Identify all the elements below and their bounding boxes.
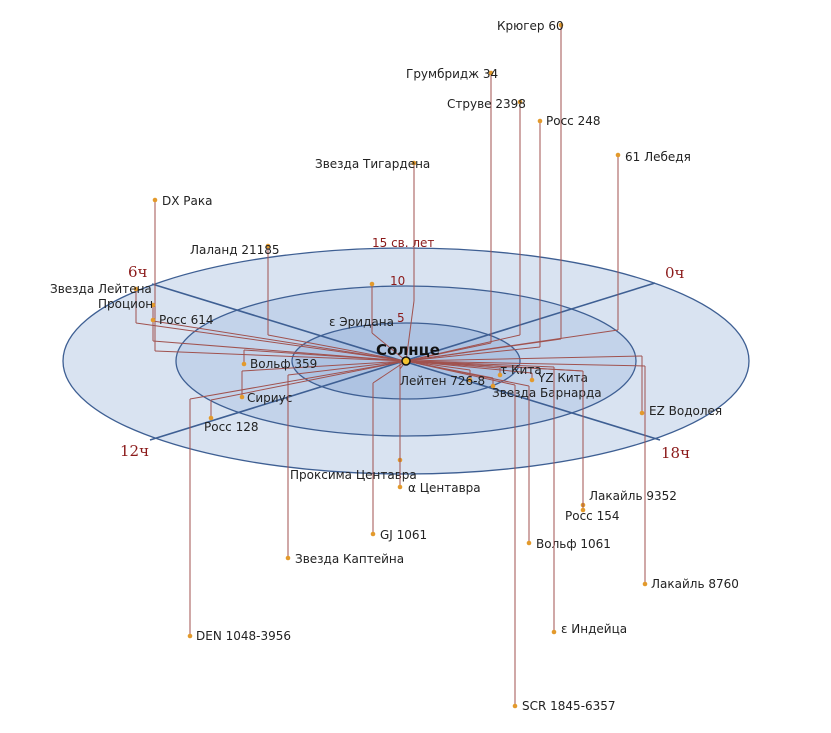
star-label-ez-водолея: EZ Водолея [649, 404, 722, 418]
hour-label-6h: 6ч [128, 263, 148, 281]
star-marker-dx-рака [152, 197, 158, 203]
star-label-звезда-барнарда: Звезда Барнарда [492, 386, 602, 400]
star-marker-ez-водолея [639, 410, 645, 416]
star-label-лейтен-726-8: Лейтен 726-8 [400, 374, 485, 388]
plane-line-yz-кита [405, 360, 533, 374]
plane-line-лакайль-8760 [405, 360, 646, 367]
star-label-вольф-359: Вольф 359 [250, 357, 317, 371]
plane-line-вольф-359 [243, 349, 407, 362]
star-marker-yz-кита [529, 377, 535, 383]
plane-line-scr-1845-6357 [405, 360, 516, 386]
star-label-эридана: ε Эридана [329, 315, 394, 329]
star-marker-scr-1845-6357 [512, 703, 518, 709]
star-marker-gj-1061 [370, 531, 376, 537]
star-label-сириус: Сириус [247, 391, 292, 405]
projection-lines [135, 300, 646, 401]
star-marker-звезда-каптейна [285, 555, 291, 561]
star-label-росс-614: Росс 614 [159, 313, 214, 327]
ring-label-10: 10 [390, 274, 405, 288]
star-marker-росс-154 [580, 507, 586, 513]
star-label-грумбридж-34: Грумбридж 34 [406, 67, 498, 81]
ring-label-15: 15 св. лет [372, 236, 434, 250]
sun-marker [401, 356, 411, 366]
star-marker-процион [150, 302, 156, 308]
star-label-scr-1845-6357: SCR 1845-6357 [522, 699, 616, 713]
plane-line-лаланд-21185 [267, 334, 407, 362]
plane-line-росс-128 [210, 360, 407, 401]
star-label-звезда-лейтена: Звезда Лейтена [50, 282, 152, 296]
star-marker-лакайль-8760 [642, 581, 648, 587]
star-label-росс-154: Росс 154 [565, 509, 620, 523]
star-label-лакайль-9352: Лакайль 9352 [589, 489, 677, 503]
star-marker-индейца [551, 629, 557, 635]
star-marker-лаланд-21185 [265, 243, 271, 249]
plane-line-звезда-тигардена [405, 300, 415, 362]
star-marker-кита [497, 372, 503, 378]
star-label-den-1048-3956: DEN 1048-3956 [196, 629, 291, 643]
plane-line-звезда-лейтена [135, 322, 407, 362]
star-label-звезда-тигардена: Звезда Тигардена [315, 157, 430, 171]
plane-line-сириус [241, 360, 407, 372]
star-marker-крюгер-60 [558, 22, 564, 28]
hour-label-18h: 18ч [661, 444, 690, 462]
star-marker-эридана [369, 281, 375, 287]
star-label-dx-рака: DX Рака [162, 194, 212, 208]
plane-line-эридана [371, 332, 407, 362]
hour-label-12h: 12ч [120, 442, 149, 460]
star-label-росс-248: Росс 248 [546, 114, 601, 128]
star-label-лакайль-8760: Лакайль 8760 [651, 577, 739, 591]
star-marker-росс-128 [208, 415, 214, 421]
plane-line-звезда-каптейна [287, 360, 407, 376]
star-marker-грумбридж-34 [488, 70, 494, 76]
sun-label: Солнце [376, 341, 440, 359]
star-marker-сириус [239, 394, 245, 400]
star-marker-вольф-1061 [526, 540, 532, 546]
star-label-yz-кита: YZ Кита [537, 371, 588, 385]
plane-line-росс-248 [405, 346, 541, 362]
star-marker-61-лебедя [615, 152, 621, 158]
star-label-проксима-центавра: Проксима Центавра [290, 468, 417, 482]
star-marker-лейтен-726-8 [467, 377, 473, 383]
ring-label-5: 5 [397, 311, 405, 325]
star-marker-росс-248 [537, 118, 543, 124]
hour-label-0h: 0ч [665, 264, 685, 282]
star-label-61-лебедя: 61 Лебедя [625, 150, 691, 164]
star-marker-струве-2398 [517, 99, 523, 105]
star-label-кита: τ Кита [500, 363, 542, 377]
star-marker-центавра [397, 484, 403, 490]
plane-line-струве-2398 [405, 334, 521, 362]
star-label-gj-1061: GJ 1061 [380, 528, 427, 542]
star-marker-росс-614 [150, 317, 156, 323]
star-label-крюгер-60: Крюгер 60 [497, 19, 564, 33]
star-label-звезда-каптейна: Звезда Каптейна [295, 552, 404, 566]
plane-line-индейца [405, 360, 555, 368]
star-marker-звезда-лейтена [133, 286, 139, 292]
star-label-росс-128: Росс 128 [204, 420, 259, 434]
star-label-центавра: α Центавра [408, 481, 481, 495]
star-label-лаланд-21185: Лаланд 21185 [190, 243, 280, 257]
plane-line-процион [152, 320, 407, 362]
plane-line-ez-водолея [405, 355, 643, 362]
star-label-вольф-1061: Вольф 1061 [536, 537, 611, 551]
plane-line-61-лебедя [405, 329, 619, 362]
star-marker-den-1048-3956 [187, 633, 193, 639]
star-label-индейца: ε Индейца [561, 622, 627, 636]
star-label-процион: Процион [98, 297, 153, 311]
star-label-струве-2398: Струве 2398 [447, 97, 526, 111]
plane-line-den-1048-3956 [189, 360, 407, 400]
star-marker-звезда-тигардена [411, 160, 417, 166]
plane-line-dx-рака [154, 350, 407, 362]
star-marker-вольф-359 [241, 361, 247, 367]
star-marker-звезда-барнарда [490, 383, 496, 389]
